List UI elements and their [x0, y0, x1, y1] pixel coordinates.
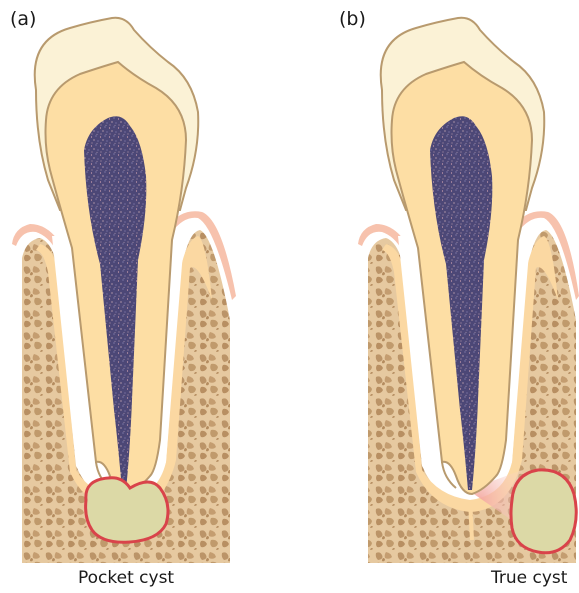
panel-b-label: (b) [339, 8, 366, 30]
panel-a [12, 18, 236, 563]
panel-b-caption: True cyst [491, 568, 567, 588]
panel-a-label: (a) [10, 8, 36, 30]
drainage-line-b [470, 500, 472, 540]
cyst-a [86, 478, 168, 543]
panel-a-caption: Pocket cyst [78, 568, 174, 588]
panel-b [358, 18, 579, 563]
cyst-b [511, 470, 576, 553]
